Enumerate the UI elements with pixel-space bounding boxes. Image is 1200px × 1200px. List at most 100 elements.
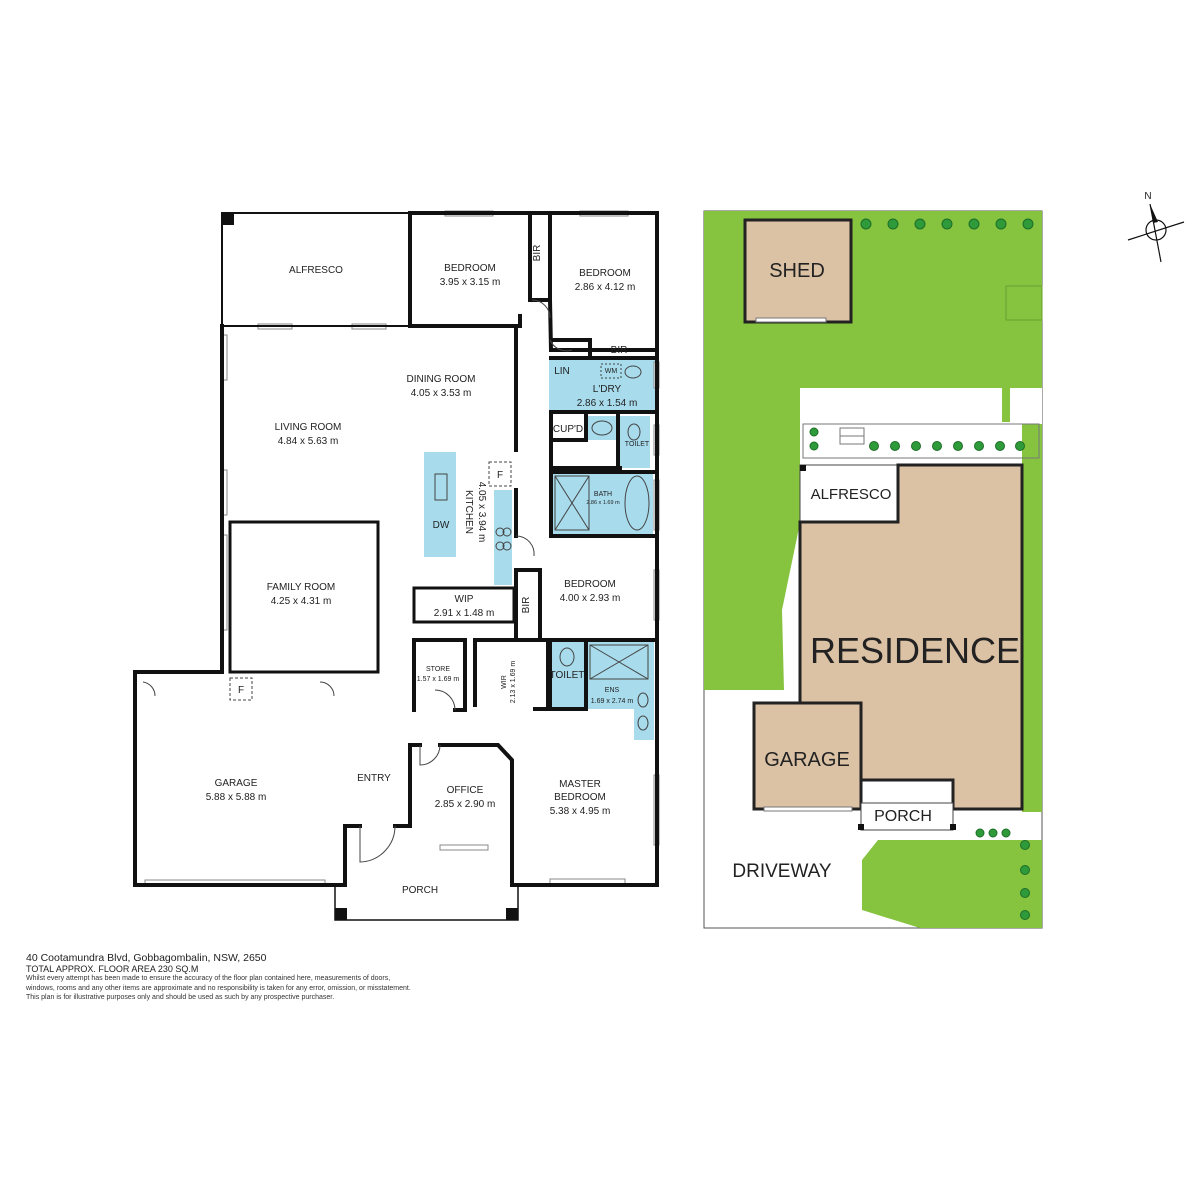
wet-areas [424, 360, 659, 740]
office-name: OFFICE [447, 785, 484, 796]
site-residence-label: RESIDENCE [810, 630, 1020, 671]
entry-label: ENTRY [357, 773, 391, 784]
toilet1-icon [627, 423, 641, 441]
office-dims: 2.85 x 2.90 m [435, 799, 496, 810]
family-dims: 4.25 x 4.31 m [271, 596, 332, 607]
ens-shower-icon [589, 644, 649, 680]
deck-strip [802, 423, 1040, 459]
laundry-sink-icon [624, 365, 642, 379]
toilet1-label: TOILET [625, 441, 650, 448]
toilet1-fill [620, 416, 650, 468]
bedroom3-name: BEDROOM [564, 579, 616, 590]
bir2-label: BIR [611, 345, 628, 356]
wir-dims: 2.13 x 1.69 m [510, 661, 517, 704]
store-name: STORE [426, 666, 450, 673]
lin-label: LIN [554, 366, 570, 377]
bath-name: BATH [594, 491, 612, 498]
garage-fridge-label: F [238, 685, 244, 696]
garage-fridge-icon [229, 677, 253, 701]
cupd-basin-icon [591, 420, 613, 436]
fridge-icon [488, 461, 512, 487]
room-labels: ALFRESCO BEDROOM 3.95 x 3.15 m BIR BEDRO… [206, 245, 650, 896]
bir1-label: BIR [532, 245, 543, 262]
ens-name: ENS [605, 687, 620, 694]
bedroom1-name: BEDROOM [444, 263, 496, 274]
fixtures [229, 363, 650, 731]
porch-outline [334, 885, 519, 921]
site-driveway-label: DRIVEWAY [732, 861, 832, 882]
lawn-front [862, 840, 1042, 928]
door-swings [142, 299, 573, 863]
kitchen-counter [494, 490, 512, 585]
living-dims: 4.84 x 5.63 m [278, 436, 339, 447]
porch-label: PORCH [402, 885, 438, 896]
family-name: FAMILY ROOM [267, 582, 336, 593]
alfresco-label: ALFRESCO [289, 265, 343, 276]
disclaimer-line-1: Whilst every attempt has been made to en… [26, 975, 391, 982]
footer: 40 Cootamundra Blvd, Gobbagombalin, NSW,… [26, 952, 586, 1003]
wip-name: WIP [455, 594, 474, 605]
dining-name: DINING ROOM [407, 374, 476, 385]
site-plan: SHED ALFRESCO RESIDENCE GARAGE PORCH DRI… [703, 191, 1185, 929]
north-label: N [1144, 191, 1151, 202]
ens-basin2-icon [637, 715, 649, 731]
master-name: MASTER [559, 779, 601, 790]
walls [133, 211, 659, 887]
wir-name: WIR [501, 675, 508, 689]
bedroom2-dims: 2.86 x 4.12 m [575, 282, 636, 293]
floor-area: TOTAL APPROX. FLOOR AREA 230 SQ.M [26, 964, 199, 974]
dining-dims: 4.05 x 3.53 m [411, 388, 472, 399]
dw-label: DW [433, 520, 450, 531]
cupd-fill [586, 416, 618, 440]
hedges [809, 218, 1034, 920]
shower-icon [554, 475, 590, 531]
bedroom3-dims: 4.00 x 2.93 m [560, 593, 621, 604]
bir3-label: BIR [521, 597, 532, 614]
laundry-fill [549, 360, 659, 412]
bath-dims: 2.86 x 1.69 m [586, 500, 620, 506]
bedroom1-dims: 3.95 x 3.15 m [440, 277, 501, 288]
fridge-label: F [497, 470, 503, 481]
toilet2-label: TOILET [550, 670, 585, 681]
garage-dims: 5.88 x 5.88 m [206, 792, 267, 803]
kitchen-name: KITCHEN [463, 490, 474, 534]
bath-fill [551, 472, 653, 534]
wm-label: WM [605, 368, 618, 375]
toilet2-fill [551, 641, 585, 709]
wip-dims: 2.91 x 1.48 m [434, 608, 495, 619]
ens-dims: 1.69 x 2.74 m [591, 698, 634, 705]
site-alfresco-label: ALFRESCO [811, 486, 892, 503]
living-name: LIVING ROOM [275, 422, 342, 433]
ens-basin-icon [637, 692, 649, 708]
shed [743, 218, 853, 324]
kitchen-dims: 4.05 x 3.94 m [476, 482, 487, 543]
store-dims: 1.57 x 1.69 m [417, 676, 460, 683]
lawn-side [1022, 463, 1042, 812]
master-name2: BEDROOM [554, 792, 606, 803]
address: 40 Cootamundra Blvd, Gobbagombalin, NSW,… [26, 952, 267, 964]
site-garage-label: GARAGE [764, 749, 850, 771]
site-shed-label: SHED [769, 260, 825, 282]
disclaimer-line-3: This plan is for illustrative purposes o… [26, 994, 335, 1001]
bedroom2-name: BEDROOM [579, 268, 631, 279]
kitchen-bench [424, 452, 456, 557]
cooktop-icon [495, 527, 505, 537]
ens-vanity [634, 688, 654, 740]
north-arrow-icon: N [1127, 191, 1185, 263]
toilet2-icon [559, 647, 575, 667]
paving [1010, 388, 1042, 424]
garage-name: GARAGE [215, 778, 258, 789]
side-pad [1005, 285, 1043, 321]
site-porch [860, 802, 954, 831]
master-dims: 5.38 x 4.95 m [550, 806, 611, 817]
kitchen-sink-icon [434, 473, 448, 501]
washing-machine-icon [600, 363, 622, 379]
disclaimer-line-2: windows, rooms and any other items are a… [26, 984, 411, 992]
lawn-back [704, 211, 1042, 690]
floor-plan: ALFRESCO BEDROOM 3.95 x 3.15 m BIR BEDRO… [133, 210, 660, 921]
posts [222, 213, 518, 920]
cupd-label: CUP'D [553, 424, 583, 435]
site-porch-label: PORCH [874, 808, 932, 825]
laundry-dims: 2.86 x 1.54 m [577, 398, 638, 409]
